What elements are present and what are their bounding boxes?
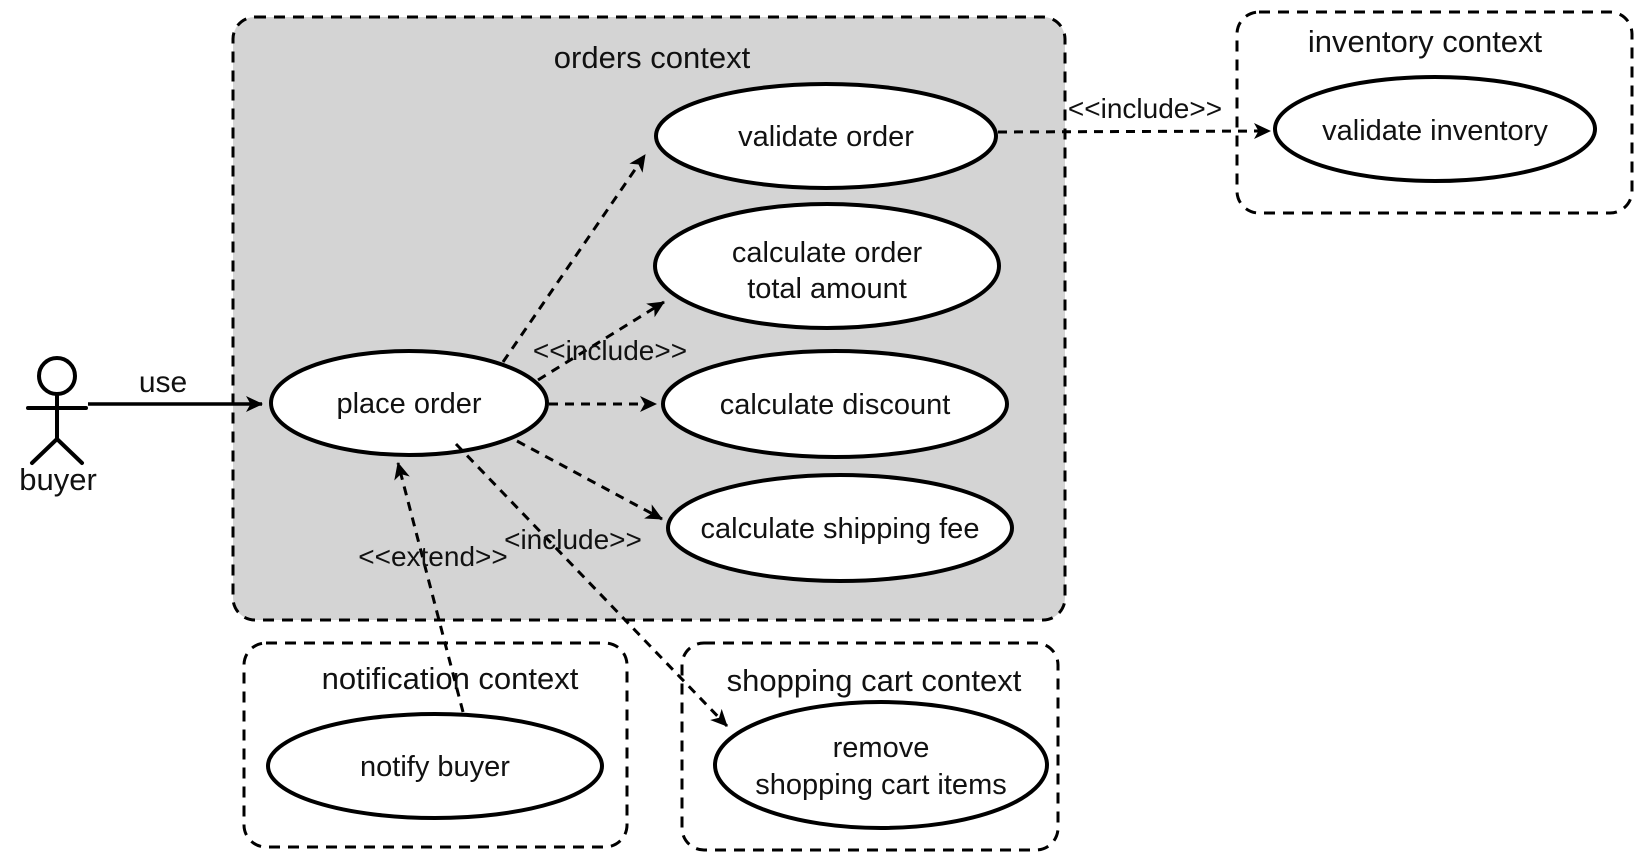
place-order-ellipse [269, 349, 549, 457]
remove-cart-items-ellipse [713, 700, 1049, 830]
use-label: use [139, 366, 187, 399]
use-case-validate-inventory: validate inventory [1273, 75, 1597, 183]
actor-label: buyer [19, 462, 97, 497]
include-arrow-validate-inventory [997, 123, 1271, 140]
shopping-cart-context-title: shopping cart context [727, 663, 1022, 698]
remove-cart-items-label-line1: remove [833, 732, 930, 764]
validate-inventory-ellipse [1273, 75, 1597, 183]
calculate-shipping-fee-label: calculate shipping fee [701, 513, 980, 545]
actor-leg-left [30, 437, 59, 465]
calculate-discount-label: calculate discount [720, 389, 951, 421]
include-label-inventory: <<include>> [1068, 93, 1222, 124]
notification-context-title: notification context [322, 661, 579, 696]
include-label-bottom: <include>> [504, 524, 642, 555]
validate-order-label: validate order [738, 121, 914, 153]
include-arrow-validate-order [501, 154, 647, 363]
orders-context-title: orders context [554, 40, 751, 75]
calculate-shipping-fee-ellipse [666, 473, 1014, 583]
calculate-order-total-ellipse [653, 202, 1001, 330]
include-label-top: <<include>> [533, 335, 687, 366]
actor-leg-right [55, 437, 84, 465]
use-case-validate-order: validate order [654, 82, 998, 190]
validate-inventory-label: validate inventory [1322, 115, 1548, 147]
use-case-calculate-discount: calculate discount [661, 349, 1009, 459]
calculate-order-total-label-line1: calculate order [732, 237, 923, 269]
use-case-notify-buyer: notify buyer [266, 712, 604, 820]
inventory-context-title: inventory context [1308, 24, 1543, 59]
use-case-place-order: place order [269, 349, 549, 457]
extend-label: <<extend>> [358, 541, 507, 572]
use-case-calculate-order-total: calculate order total amount [653, 202, 1001, 330]
use-case-remove-cart-items: remove shopping cart items [713, 700, 1049, 830]
include-arrow-calculate-order-total [537, 300, 665, 382]
actor-head [37, 356, 77, 396]
include-arrow-calculate-shipping-fee [516, 439, 663, 521]
use-case-calculate-shipping-fee: calculate shipping fee [666, 473, 1014, 583]
validate-order-ellipse [654, 82, 998, 190]
remove-cart-items-label-line2: shopping cart items [755, 769, 1006, 801]
notify-buyer-ellipse [266, 712, 604, 820]
calculate-order-total-label-line2: total amount [747, 273, 907, 305]
extend-arrow-notify-buyer [394, 462, 465, 713]
calculate-discount-ellipse [661, 349, 1009, 459]
place-order-label: place order [336, 388, 481, 420]
actor-buyer-icon [26, 356, 88, 465]
include-arrow-remove-cart-items [454, 442, 729, 728]
notify-buyer-label: notify buyer [360, 751, 510, 783]
